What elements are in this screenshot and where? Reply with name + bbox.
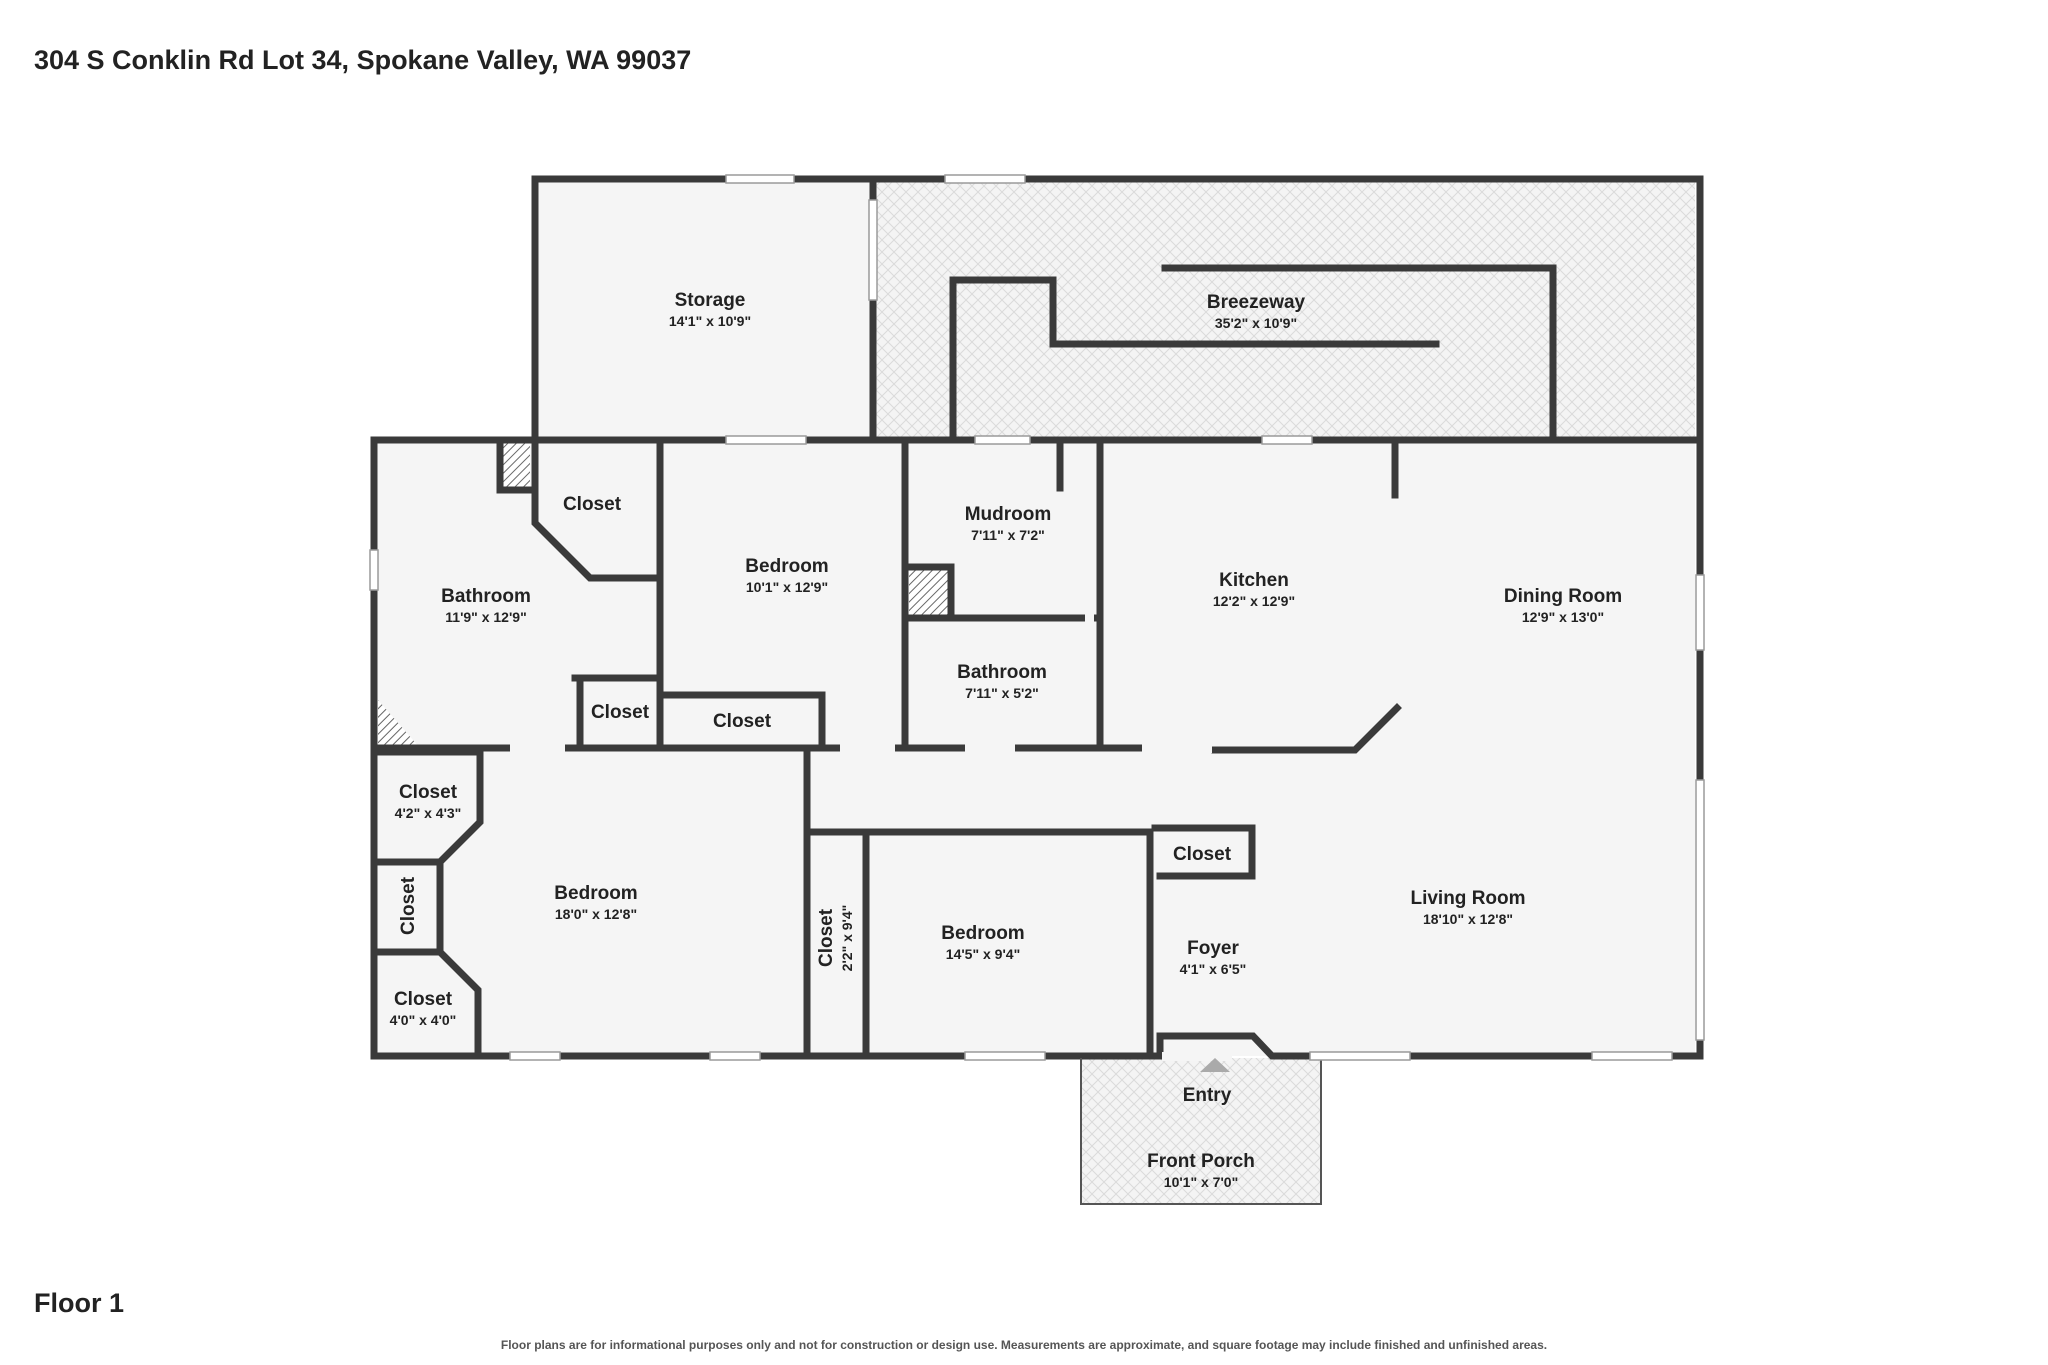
bedroom-small-wall [803,828,1154,1060]
closet-a-dims: 4'2" x 4'3" [395,805,462,821]
porch-walls [1080,1058,1322,1205]
bedroom-main-dims: 18'0" x 12'8" [555,906,637,922]
storage-dims: 14'1" x 10'9" [669,313,751,329]
breezeway-name: Breezeway [1207,292,1306,313]
window [509,1051,561,1061]
closet-angle-wall [531,436,662,582]
room-labels: Storage 14'1" x 10'9" Breezeway 35'2" x … [390,290,1622,1190]
storage-walls [531,175,1704,444]
breezeway-inner-wall-2 [1161,264,1557,442]
bedroom-small-dims: 14'5" x 9'4" [946,946,1020,962]
closet-top-name: Closet [563,494,622,515]
closet-bedroom-top-name: Closet [713,711,772,732]
window [868,199,878,301]
living-dims: 18'10" x 12'8" [1423,911,1513,927]
closet-c-name: Closet [394,989,453,1010]
door-opening [965,744,1015,753]
breezeway-dims: 35'2" x 10'9" [1215,315,1297,331]
window [725,174,795,184]
chimney-hatch-2 [909,567,951,615]
window [725,435,807,445]
door-opening [1162,1052,1232,1061]
entry-arrow-icon [1200,1058,1230,1072]
door-opening [510,744,565,753]
bathroom-mid-dims: 7'11" x 5'2" [965,685,1039,701]
property-address: 304 S Conklin Rd Lot 34, Spokane Valley,… [34,45,692,75]
closet-small-name: Closet [591,702,650,723]
porch-dims: 10'1" x 7'0" [1164,1174,1238,1190]
bathroom-left-name: Bathroom [441,586,531,607]
window [1261,435,1313,445]
window [1695,779,1705,1041]
porch-name: Front Porch [1147,1151,1255,1172]
window [1591,1051,1673,1061]
storage-floor [535,179,873,438]
window [1695,574,1705,651]
closet-vertical-name: Closet [816,908,837,967]
porch-floor [1081,1058,1321,1204]
bedroom-main-name: Bedroom [554,883,637,904]
bathroom-left-dims: 11'9" x 12'9" [445,609,526,625]
foyer-name: Foyer [1187,938,1239,959]
closet-b-name: Closet [398,876,419,935]
closet-c-dims: 4'0" x 4'0" [390,1012,457,1028]
windows [369,174,1705,1072]
living-name: Living Room [1410,888,1525,909]
kitchen-counter-wall [1211,703,1402,754]
window [944,174,1026,184]
bedroom-small-name: Bedroom [941,923,1024,944]
corner-hatch [378,700,420,748]
closet-c-wall [374,948,482,1060]
window [369,549,379,591]
mudroom-name: Mudroom [965,504,1052,525]
foyer-dims: 4'1" x 6'5" [1180,961,1247,977]
kitchen-name: Kitchen [1219,570,1289,591]
closet-vertical-dims: 2'2" x 9'4" [839,905,855,972]
chimney-hatch-1 [500,443,530,490]
dining-dims: 12'9" x 13'0" [1522,609,1604,625]
closet-foyer-name: Closet [1173,844,1232,865]
storage-name: Storage [675,290,746,311]
dining-name: Dining Room [1504,586,1622,607]
window [709,1051,761,1061]
door-opening [1085,570,1094,710]
bedroom-top-dims: 10'1" x 12'9" [746,579,828,595]
chimney-wall-1 [496,439,534,494]
door-opening [1142,744,1212,753]
kitchen-dims: 12'2" x 12'9" [1213,593,1295,609]
door-opening [840,744,895,753]
bedroom-closet-wall [656,691,826,752]
window [964,1051,1046,1061]
floor-label: Floor 1 [34,1288,125,1318]
breezeway-floor [873,179,1695,438]
breezeway-inner-wall [949,276,1440,442]
chimney-wall-2 [905,563,955,619]
window [974,435,1031,445]
window [1309,1051,1411,1061]
mudroom-dims: 7'11" x 7'2" [971,527,1045,543]
entry-name: Entry [1183,1085,1232,1106]
disclaimer-text: Floor plans are for informational purpos… [500,1338,1548,1352]
bathroom-mid-name: Bathroom [957,662,1047,683]
foyer-closet-wall [1151,824,1256,880]
bedroom-top-name: Bedroom [745,556,828,577]
closet-a-name: Closet [399,782,458,803]
